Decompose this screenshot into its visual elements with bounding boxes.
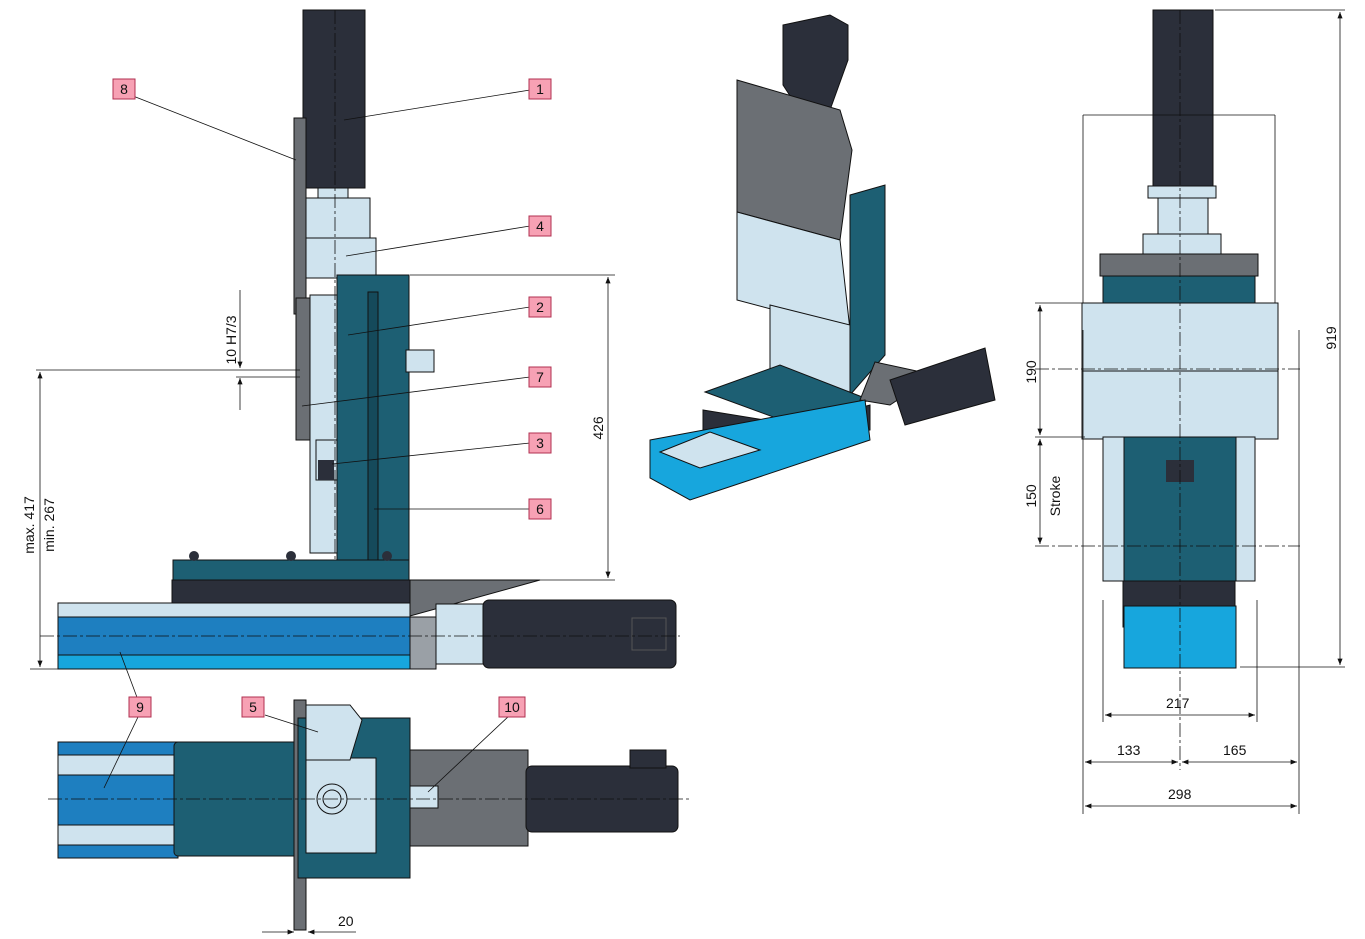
front-dimensions: 919 190 150 Stroke 217 133 165 298	[1023, 9, 1345, 814]
total-width-label: 298	[1168, 786, 1192, 802]
left-offset-label: 133	[1117, 742, 1141, 758]
callout-1: 1	[528, 78, 552, 100]
thickness-label: 20	[338, 913, 354, 929]
stroke-label: Stroke	[1047, 476, 1063, 517]
total-height-label: 919	[1323, 326, 1339, 350]
callout-4: 4	[528, 215, 552, 237]
svg-text:7: 7	[536, 369, 544, 385]
callouts: 1 4 2 7 3 6 8 9	[103, 78, 552, 793]
iso-view	[649, 14, 996, 501]
guide-plate	[293, 117, 307, 315]
upper-block-label: 190	[1023, 360, 1039, 384]
side-view	[40, 9, 680, 670]
svg-text:6: 6	[536, 501, 544, 517]
top-view: 20	[48, 699, 690, 935]
callout-5: 5	[241, 696, 265, 718]
callout-3: 3	[528, 432, 552, 454]
svg-text:3: 3	[536, 435, 544, 451]
min-height-label: min. 267	[41, 498, 57, 552]
svg-text:9: 9	[136, 699, 144, 715]
stroke-value-label: 150	[1023, 484, 1039, 508]
callout-7: 7	[528, 366, 552, 388]
svg-text:8: 8	[120, 81, 128, 97]
right-offset-label: 165	[1223, 742, 1247, 758]
svg-text:5: 5	[249, 699, 257, 715]
drive-motor-side	[482, 599, 677, 669]
column-height-label: 426	[590, 416, 606, 440]
max-height-label: max. 417	[21, 496, 37, 554]
rail-width-label: 217	[1166, 695, 1190, 711]
front-view	[1035, 9, 1300, 770]
svg-text:1: 1	[536, 81, 544, 97]
side-dimensions: 10 H7/3 max. 417 min. 267 426	[21, 274, 615, 670]
callout-6: 6	[528, 498, 552, 520]
callout-10: 10	[498, 696, 526, 718]
top-motor	[302, 9, 366, 189]
svg-text:10: 10	[504, 699, 520, 715]
callout-8: 8	[112, 78, 136, 100]
svg-text:4: 4	[536, 218, 544, 234]
tolerance-label: 10 H7/3	[223, 315, 239, 364]
svg-text:2: 2	[536, 299, 544, 315]
callout-2: 2	[528, 296, 552, 318]
callout-9: 9	[128, 696, 152, 718]
